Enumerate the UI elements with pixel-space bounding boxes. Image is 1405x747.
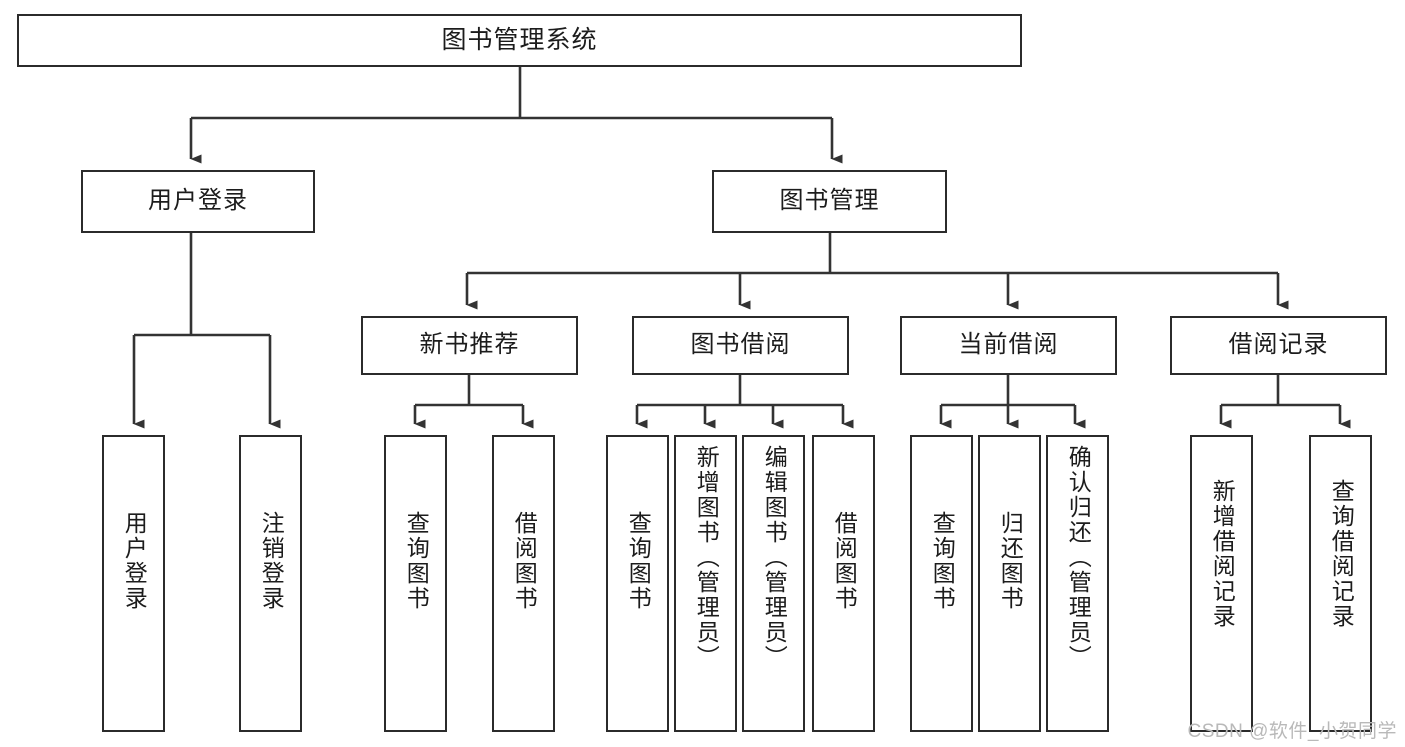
leaf-current-query-book[interactable]: 查询图书 <box>910 435 973 732</box>
node-root-system[interactable]: 图书管理系统 <box>17 14 1022 67</box>
node-label: 借阅记录 <box>1228 331 1329 359</box>
node-label: 查询图书 <box>625 511 652 611</box>
leaf-user-login[interactable]: 用户登录 <box>102 435 165 732</box>
node-label: 图书借阅 <box>690 331 791 359</box>
node-book-manage[interactable]: 图书管理 <box>712 170 947 233</box>
node-label: 确认归还（管理员） <box>1065 445 1092 670</box>
node-label: 编辑图书（管理员） <box>761 445 788 670</box>
leaf-borrow-add-book-admin[interactable]: 新增图书（管理员） <box>674 435 737 732</box>
node-label: 查询图书 <box>929 511 956 611</box>
node-label: 新书推荐 <box>419 331 520 359</box>
node-user-login[interactable]: 用户登录 <box>81 170 315 233</box>
leaf-record-search[interactable]: 查询借阅记录 <box>1309 435 1372 732</box>
node-label: 用户登录 <box>121 511 148 611</box>
node-borrow-record[interactable]: 借阅记录 <box>1170 316 1387 375</box>
node-label: 借阅图书 <box>511 511 538 611</box>
leaf-user-logout[interactable]: 注销登录 <box>239 435 302 732</box>
node-label: 当前借阅 <box>958 331 1059 359</box>
node-label: 查询图书 <box>403 511 430 611</box>
leaf-borrow-edit-book-admin[interactable]: 编辑图书（管理员） <box>742 435 805 732</box>
node-book-borrow[interactable]: 图书借阅 <box>632 316 849 375</box>
node-current-borrow[interactable]: 当前借阅 <box>900 316 1117 375</box>
leaf-current-return-book[interactable]: 归还图书 <box>978 435 1041 732</box>
node-new-book-recommend[interactable]: 新书推荐 <box>361 316 578 375</box>
node-label: 图书管理 <box>779 187 880 215</box>
leaf-borrow-do-borrow[interactable]: 借阅图书 <box>812 435 875 732</box>
leaf-current-confirm-return-admin[interactable]: 确认归还（管理员） <box>1046 435 1109 732</box>
node-label: 用户登录 <box>148 187 248 215</box>
node-label: 注销登录 <box>258 511 285 611</box>
node-label: 查询借阅记录 <box>1328 479 1355 629</box>
leaf-recommend-query-book[interactable]: 查询图书 <box>384 435 447 732</box>
leaf-record-add[interactable]: 新增借阅记录 <box>1190 435 1253 732</box>
leaf-borrow-query-book[interactable]: 查询图书 <box>606 435 669 732</box>
leaf-recommend-borrow-book[interactable]: 借阅图书 <box>492 435 555 732</box>
node-label: 新增借阅记录 <box>1209 479 1236 629</box>
node-label: 新增图书（管理员） <box>693 445 720 670</box>
node-label: 图书管理系统 <box>441 25 598 54</box>
node-label: 借阅图书 <box>831 511 858 611</box>
node-label: 归还图书 <box>997 511 1024 611</box>
